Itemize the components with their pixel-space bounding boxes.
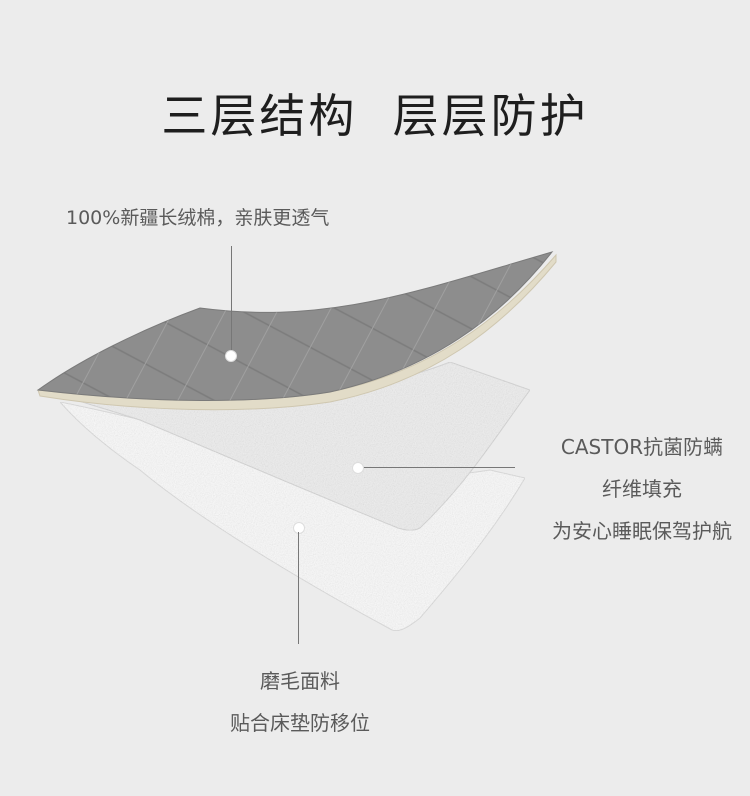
page-title: 三层结构 层层防护 xyxy=(161,89,589,143)
top-layer-quilt-pattern xyxy=(38,252,552,401)
middle-layer-label: CASTOR抗菌防螨 纤维填充 为安心睡眠保驾护航 xyxy=(552,426,732,552)
top-layer-leader-line xyxy=(231,246,232,354)
bottom-layer-marker xyxy=(293,522,305,534)
middle-layer-line-2: 纤维填充 xyxy=(602,477,682,501)
bottom-layer-leader-line xyxy=(298,532,299,644)
bottom-layer-label: 磨毛面料 贴合床垫防移位 xyxy=(200,660,400,744)
bottom-layer-line-1: 磨毛面料 xyxy=(260,669,340,693)
bottom-layer-line-2: 贴合床垫防移位 xyxy=(230,711,370,735)
middle-layer-marker xyxy=(352,462,364,474)
middle-layer-line-1: CASTOR抗菌防螨 xyxy=(560,435,724,459)
middle-layer-line-3: 为安心睡眠保驾护航 xyxy=(552,519,732,543)
top-layer-marker xyxy=(225,350,237,362)
top-layer-label: 100%新疆长绒棉，亲肤更透气 xyxy=(66,207,330,229)
middle-layer-leader-line xyxy=(360,467,515,468)
